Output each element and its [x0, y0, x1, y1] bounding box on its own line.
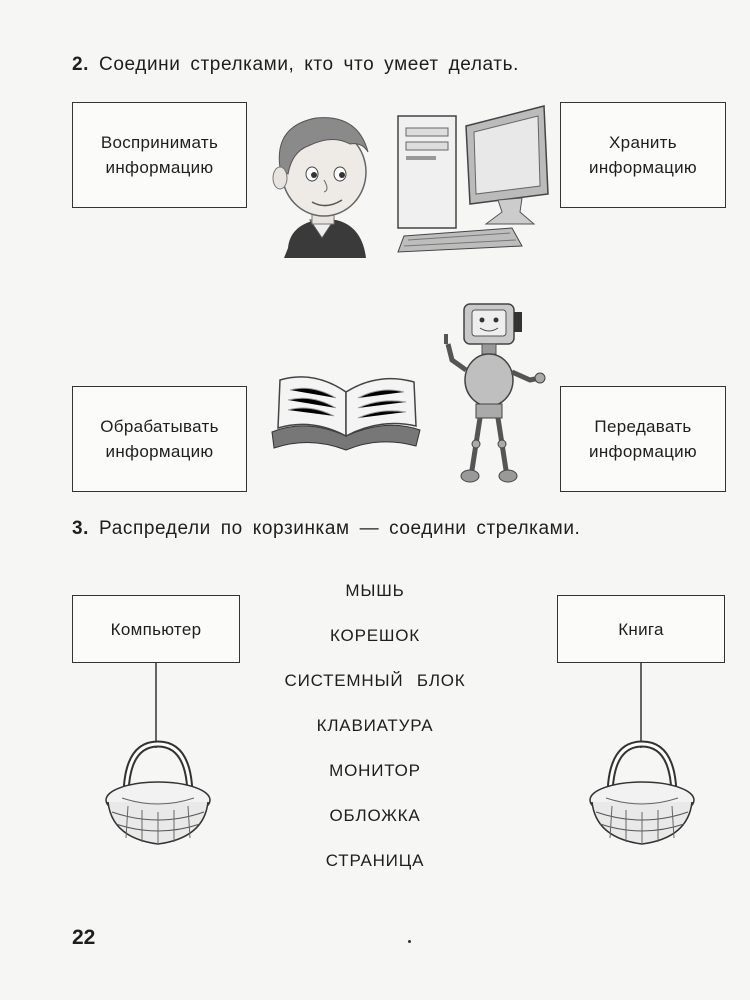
task-3-title: 3. Распредели по корзинкам — соедини стре… — [72, 518, 580, 540]
basket-label-book[interactable]: Книга — [557, 595, 725, 663]
box-perceive-information[interactable]: Воспринимать информацию — [72, 102, 247, 208]
word-item[interactable]: СИСТЕМНЫЙ БЛОК — [284, 671, 466, 690]
box-transmit-information[interactable]: Передавать информацию — [560, 386, 726, 492]
word-item[interactable]: МЫШЬ — [345, 581, 405, 600]
word-item[interactable]: СТРАНИЦА — [325, 851, 425, 870]
robot-illustration — [444, 303, 546, 483]
box-store-label: Хранить информацию — [589, 133, 697, 177]
box-store-information[interactable]: Хранить информацию — [560, 102, 726, 208]
task-2-number: 2. — [72, 54, 90, 75]
book-illustration — [271, 376, 421, 451]
task-2-title: 2. Соедини стрелками, кто что умеет делат… — [72, 54, 519, 76]
basket-label-book-text: Книга — [618, 619, 664, 639]
basket-label-computer[interactable]: Компьютер — [72, 595, 240, 663]
word-item[interactable]: КЛАВИАТУРА — [316, 716, 434, 735]
task-3-number: 3. — [72, 518, 90, 539]
boy-illustration — [272, 117, 369, 258]
box-transmit-label: Передавать информацию — [589, 417, 697, 461]
box-perceive-label: Воспринимать информацию — [100, 133, 219, 177]
computer-illustration — [397, 105, 549, 253]
page-number: 22 — [72, 926, 96, 949]
basket-left-icon[interactable] — [102, 740, 214, 850]
task-2-text: Соедини стрелками, кто что умеет делать. — [99, 54, 519, 75]
decorative-dot — [408, 940, 411, 943]
word-item[interactable]: КОРЕШОК — [330, 626, 420, 645]
box-process-label: Обрабатывать информацию — [100, 417, 219, 461]
task-3-text: Распредели по корзинкам — соедини стрелк… — [99, 518, 581, 539]
word-item[interactable]: ОБЛОЖКА — [329, 806, 421, 825]
box-process-information[interactable]: Обрабатывать информацию — [72, 386, 247, 492]
basket-label-computer-text: Компьютер — [110, 619, 202, 639]
word-item[interactable]: МОНИТОР — [329, 761, 421, 780]
basket-right-icon[interactable] — [586, 740, 698, 850]
